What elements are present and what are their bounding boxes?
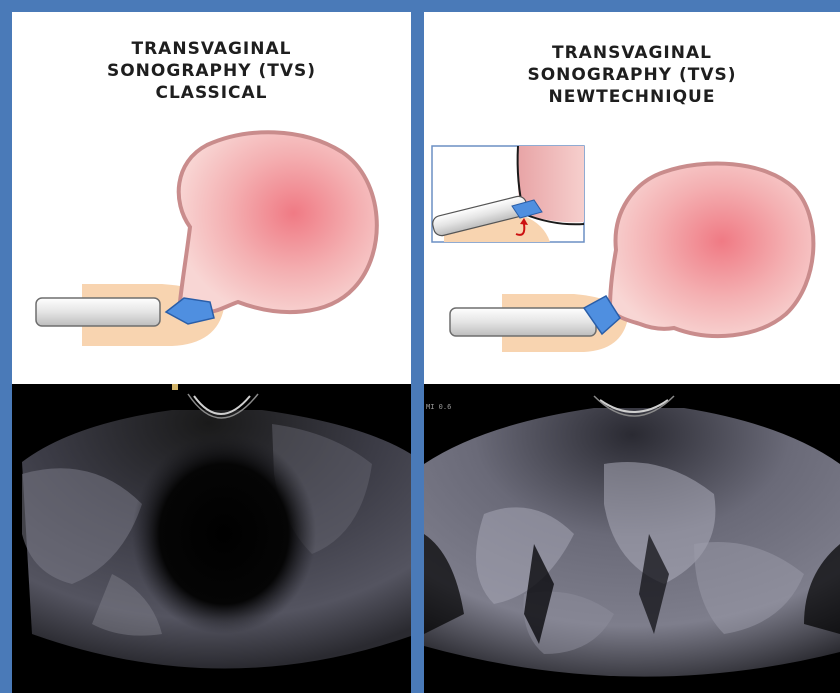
new-technique-ultrasound-image: MI 0.6 — [424, 384, 840, 693]
ultrasound-probe-icon — [450, 308, 596, 336]
classical-diagram — [12, 12, 411, 384]
ultrasound-probe-icon — [36, 298, 160, 326]
new-technique-diagram — [424, 12, 840, 384]
classical-scan-graphic — [12, 384, 411, 693]
classical-panel: TRANSVAGINAL SONOGRAPHY (TVS) CLASSICAL — [12, 12, 411, 693]
mechanical-index-label: MI 0.6 — [426, 403, 451, 411]
uterus-icon — [610, 164, 813, 337]
new-technique-panel: TRANSVAGINAL SONOGRAPHY (TVS) NEWTECHNIQ… — [424, 12, 840, 693]
inset-zoom-icon — [431, 146, 584, 242]
new-technique-scan-graphic — [424, 384, 840, 693]
uterus-icon — [179, 132, 377, 312]
classical-ultrasound-image — [12, 384, 411, 693]
